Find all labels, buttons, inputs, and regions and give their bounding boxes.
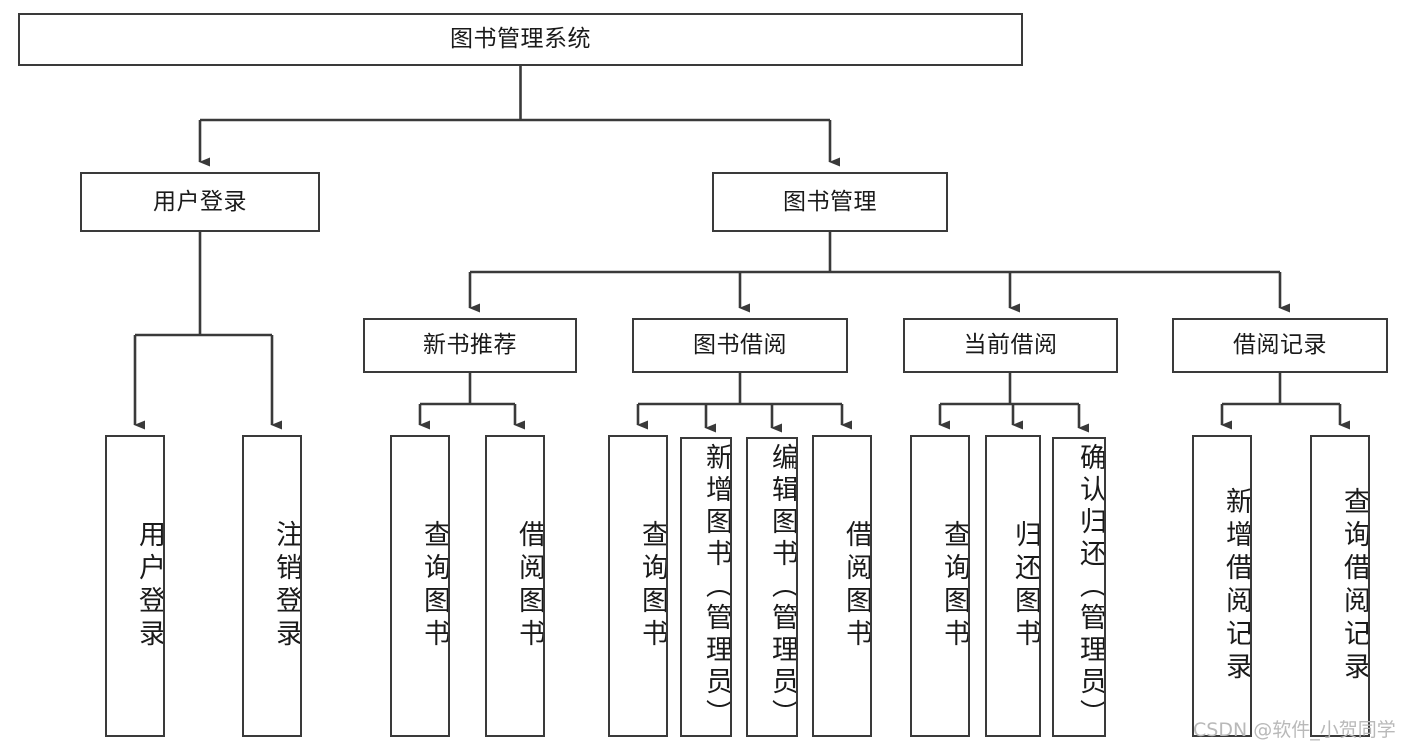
node-leaf-query-book-1[interactable]: 查询图书 (390, 435, 450, 737)
node-leaf-user-login-label: 用户登录 (134, 520, 165, 652)
node-leaf-add-book-admin-label: 新增图书（管理员） (701, 443, 732, 731)
node-book-borrow[interactable]: 图书借阅 (632, 318, 848, 373)
edges-new-book-recommend-to-leaves (418, 373, 525, 430)
node-leaf-confirm-return-admin-label: 确认归还（管理员） (1075, 443, 1106, 731)
node-book-manage-label: 图书管理 (783, 188, 877, 215)
node-leaf-confirm-return-admin[interactable]: 确认归还（管理员） (1052, 437, 1106, 737)
node-leaf-query-borrow-record-label: 查询借阅记录 (1339, 487, 1370, 685)
edges-root-to-level2 (198, 66, 840, 167)
node-leaf-borrow-book-1[interactable]: 借阅图书 (485, 435, 545, 737)
node-leaf-query-book-3-label: 查询图书 (939, 520, 970, 652)
node-user-login-label: 用户登录 (153, 188, 247, 215)
node-leaf-edit-book-admin[interactable]: 编辑图书（管理员） (746, 437, 798, 737)
edges-book-manage-to-level3 (468, 232, 1290, 313)
node-new-book-recommend[interactable]: 新书推荐 (363, 318, 577, 373)
node-leaf-add-borrow-record-label: 新增借阅记录 (1221, 487, 1252, 685)
node-borrow-record-label: 借阅记录 (1233, 332, 1327, 358)
node-leaf-edit-book-admin-label: 编辑图书（管理员） (767, 443, 798, 731)
node-leaf-return-book[interactable]: 归还图书 (985, 435, 1041, 737)
node-leaf-borrow-book-1-label: 借阅图书 (514, 520, 545, 652)
node-leaf-add-book-admin[interactable]: 新增图书（管理员） (680, 437, 732, 737)
node-current-borrow[interactable]: 当前借阅 (903, 318, 1118, 373)
node-leaf-user-logout-label: 注销登录 (271, 520, 302, 652)
node-current-borrow-label: 当前借阅 (963, 332, 1058, 358)
node-root[interactable]: 图书管理系统 (18, 13, 1023, 66)
node-leaf-query-borrow-record[interactable]: 查询借阅记录 (1310, 435, 1370, 737)
node-leaf-query-book-2[interactable]: 查询图书 (608, 435, 668, 737)
edges-user-login-to-leaves (133, 232, 282, 430)
node-leaf-user-login[interactable]: 用户登录 (105, 435, 165, 737)
node-root-label: 图书管理系统 (450, 26, 591, 52)
node-book-manage[interactable]: 图书管理 (712, 172, 948, 232)
node-borrow-record[interactable]: 借阅记录 (1172, 318, 1388, 373)
edges-borrow-record-to-leaves (1220, 373, 1350, 430)
node-user-login[interactable]: 用户登录 (80, 172, 320, 232)
edges-current-borrow-to-leaves (938, 373, 1089, 433)
node-leaf-add-borrow-record[interactable]: 新增借阅记录 (1192, 435, 1252, 737)
node-leaf-return-book-label: 归还图书 (1010, 520, 1041, 652)
node-leaf-borrow-book-2-label: 借阅图书 (841, 520, 872, 652)
node-leaf-borrow-book-2[interactable]: 借阅图书 (812, 435, 872, 737)
node-leaf-user-logout[interactable]: 注销登录 (242, 435, 302, 737)
node-book-borrow-label: 图书借阅 (693, 332, 787, 358)
node-leaf-query-book-1-label: 查询图书 (419, 520, 450, 652)
edges-book-borrow-to-leaves (636, 373, 852, 433)
node-new-book-recommend-label: 新书推荐 (423, 332, 517, 358)
node-leaf-query-book-3[interactable]: 查询图书 (910, 435, 970, 737)
node-leaf-query-book-2-label: 查询图书 (637, 520, 668, 652)
csdn-watermark: CSDN @软件_小贺同学 (1193, 719, 1396, 741)
